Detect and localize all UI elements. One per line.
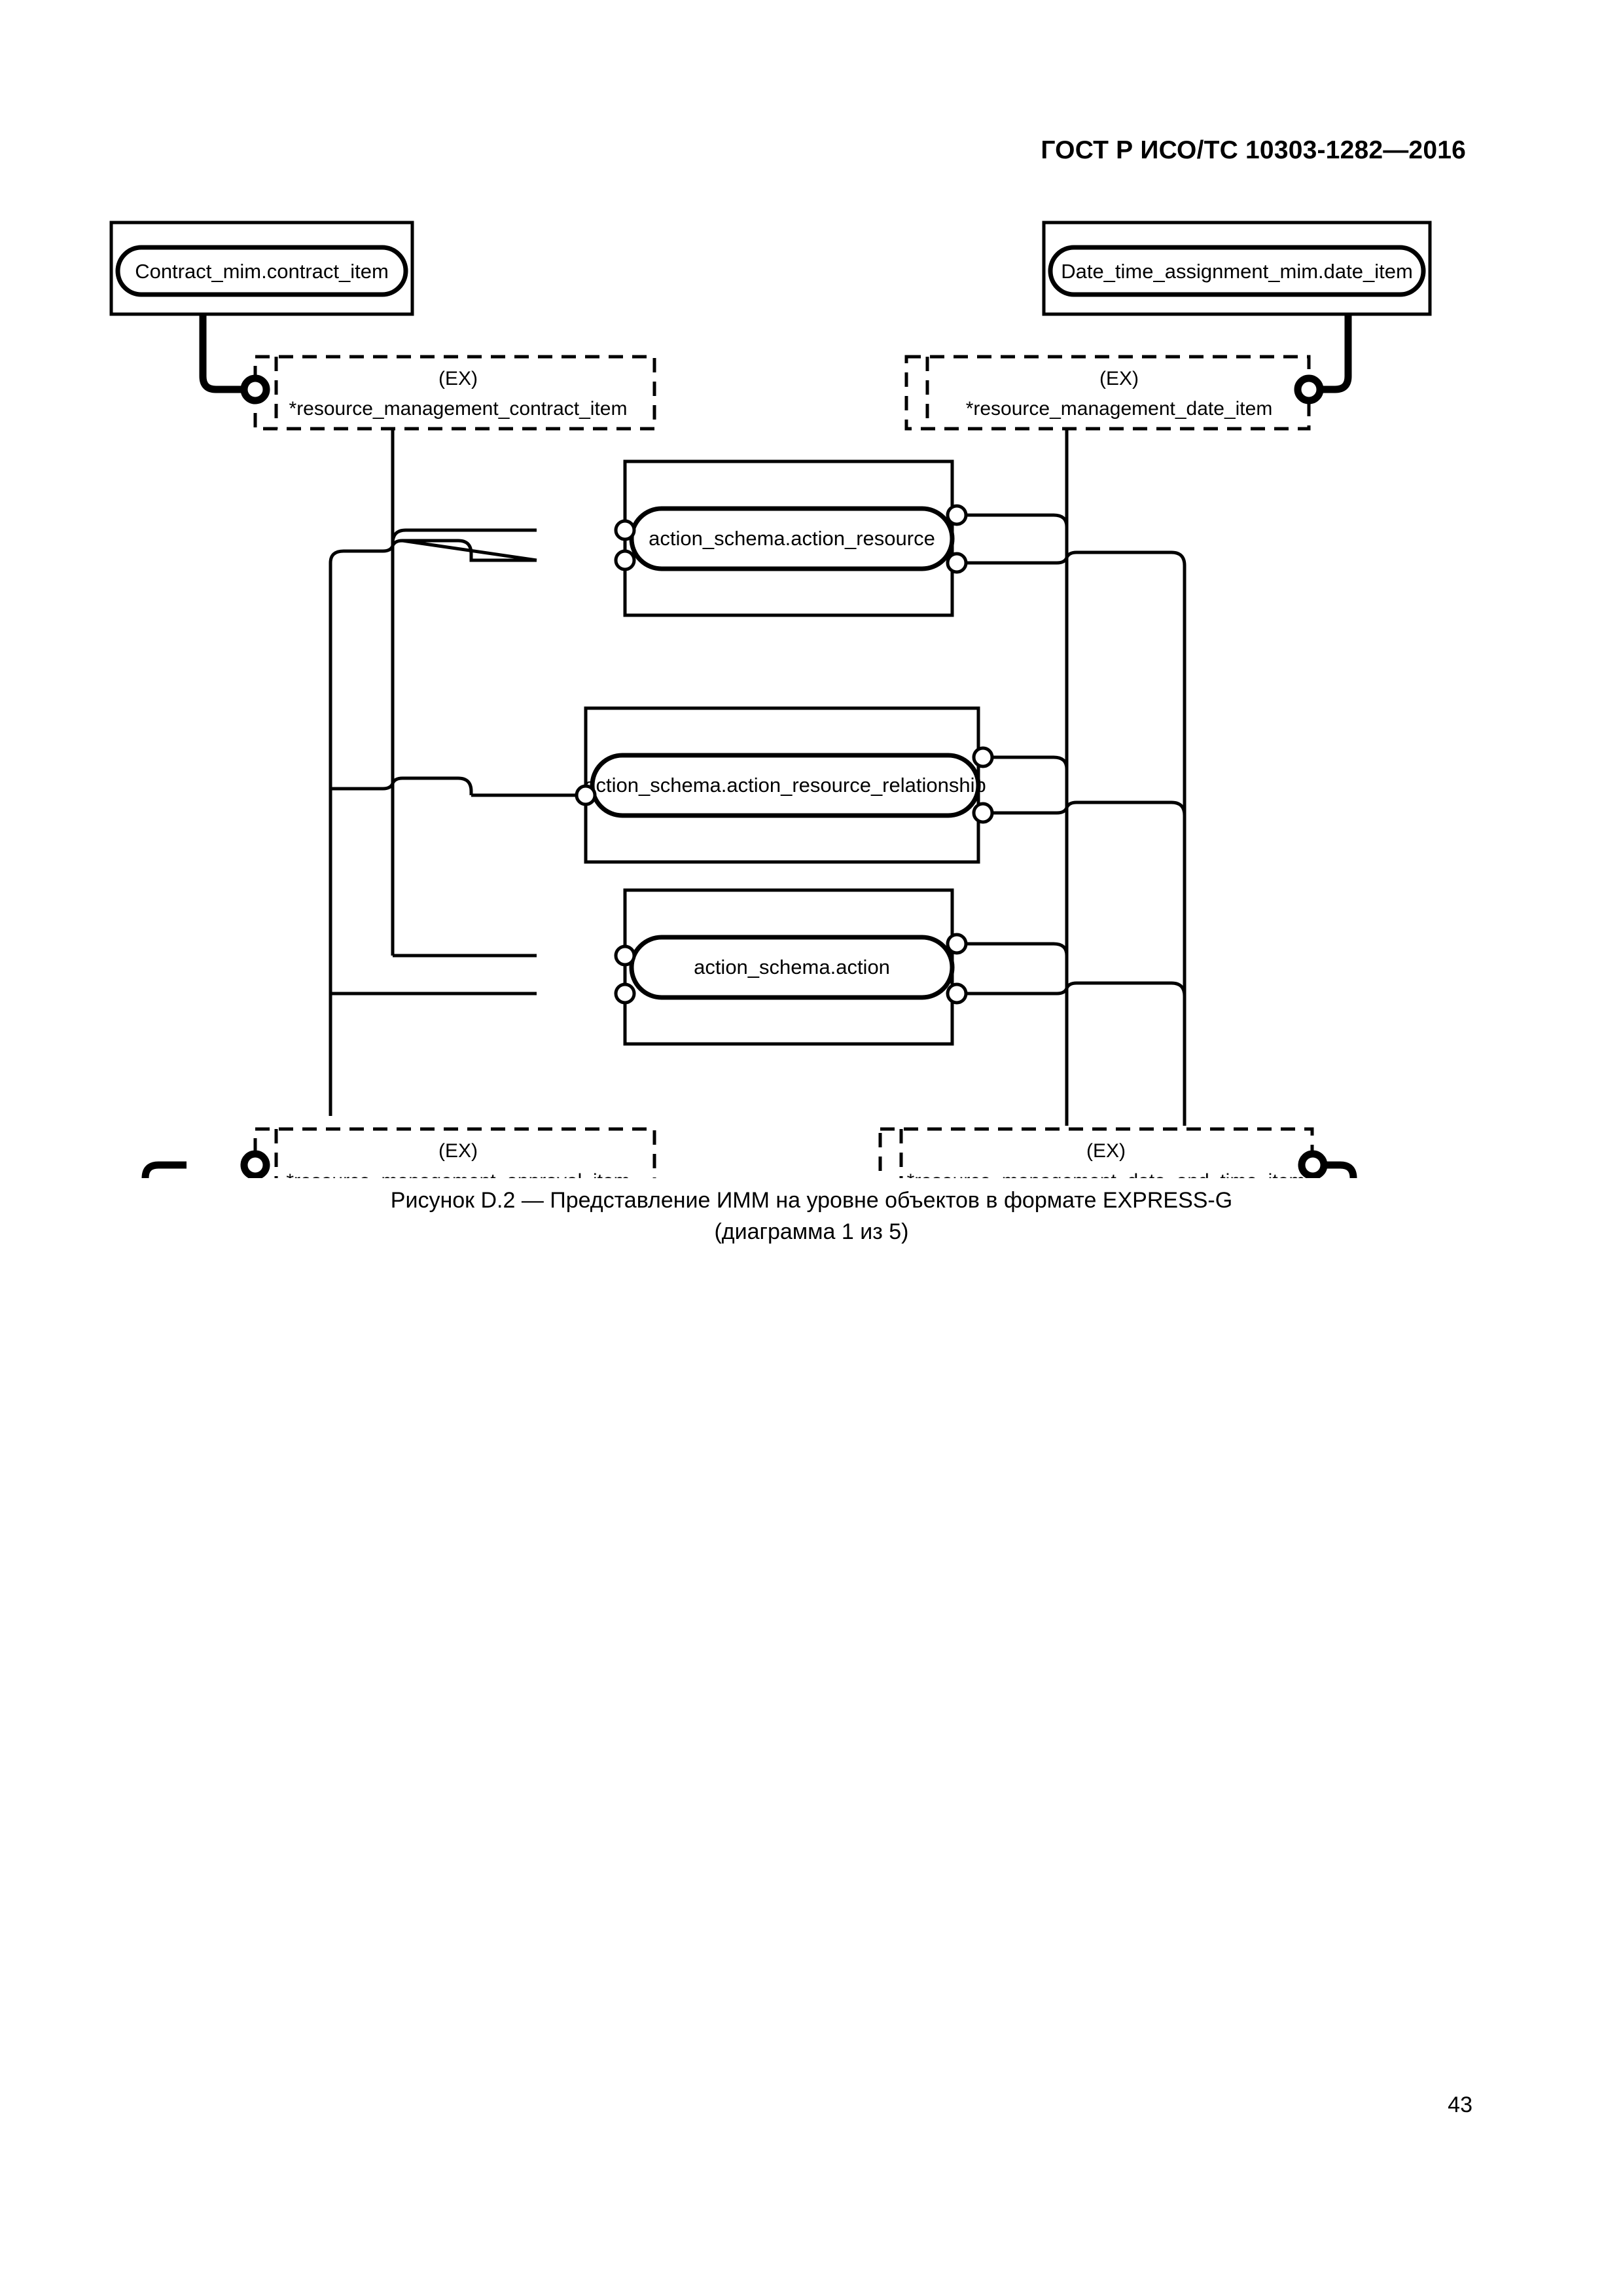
select-tag: (EX) bbox=[1099, 368, 1139, 389]
page-ref-label: Date_time_assignment_mim.date_item bbox=[1061, 260, 1413, 283]
select-dashed-rect bbox=[253, 1127, 656, 1178]
entity-connector-left-upper bbox=[614, 944, 636, 967]
select-tag: (EX) bbox=[438, 1140, 478, 1162]
select-box-ex-contract-item[interactable]: (EX) *resource_management_contract_item bbox=[240, 355, 656, 431]
select-dashed-rect bbox=[878, 1127, 1314, 1178]
select-box-ex-date-and-time-item[interactable]: (EX) *resource_management_date_and_time_… bbox=[878, 1127, 1328, 1178]
entity-connector-right-lower bbox=[946, 982, 968, 1005]
entity-connector-right-upper bbox=[972, 746, 994, 768]
express-g-figure: Contract_mim.contract_item Date_time_ass… bbox=[0, 196, 1623, 1178]
select-connector-circle bbox=[240, 1150, 270, 1178]
select-label: *resource_management_date_and_time_item bbox=[907, 1170, 1306, 1178]
link-date-and-time-to-ex bbox=[1313, 1161, 1357, 1178]
branch-date-to-action-resource bbox=[966, 513, 1069, 528]
entity-rounded-rect bbox=[629, 935, 955, 1000]
entity-action[interactable]: action_schema.action bbox=[614, 888, 968, 1046]
select-tag: (EX) bbox=[1086, 1140, 1126, 1162]
entity-connector-left-upper bbox=[614, 519, 636, 541]
select-dashed-rect bbox=[904, 355, 1311, 431]
link-approval-to-ex bbox=[141, 1161, 187, 1178]
page-ref-rounded-rect bbox=[115, 245, 408, 297]
select-tag: (EX) bbox=[438, 368, 478, 389]
entity-connector-right-upper bbox=[946, 933, 968, 955]
branch-action-to-trunk-d bbox=[966, 981, 1186, 1021]
branch-b-to-arr-jump bbox=[382, 776, 473, 795]
select-box-ex-approval-item[interactable]: (EX) *resource_management_approval_item bbox=[240, 1127, 656, 1178]
entity-rounded-rect bbox=[590, 753, 981, 818]
express-g-svg: Contract_mim.contract_item Date_time_ass… bbox=[109, 221, 1432, 1178]
link-contract-to-ex bbox=[199, 314, 243, 393]
branch-arr-to-trunk-d bbox=[982, 800, 1186, 841]
branch-b-to-action-resource bbox=[382, 539, 537, 562]
entity-label: action_schema.action_resource bbox=[649, 527, 935, 550]
entity-label: action_schema.action_resource_relationsh… bbox=[584, 774, 986, 797]
select-connector-circle bbox=[1294, 374, 1324, 404]
branch-date-to-arr bbox=[982, 755, 1069, 770]
branch-contract-to-action-resource bbox=[391, 528, 537, 544]
select-label: *resource_management_contract_item bbox=[289, 398, 628, 420]
entity-connector-right-upper bbox=[946, 504, 968, 526]
select-connector-circle bbox=[1298, 1150, 1328, 1178]
entity-label: action_schema.action bbox=[694, 956, 890, 978]
select-label: *resource_management_approval_item bbox=[286, 1170, 630, 1178]
select-label: *resource_management_date_item bbox=[966, 398, 1273, 420]
page-number: 43 bbox=[1448, 2092, 1472, 2117]
page-ref-contract-item[interactable]: Contract_mim.contract_item bbox=[109, 221, 414, 316]
trunk-left-b-top bbox=[329, 549, 383, 564]
page-ref-label: Contract_mim.contract_item bbox=[135, 260, 389, 283]
branch-action-resource-to-trunk-d bbox=[966, 550, 1186, 589]
entity-action-resource[interactable]: action_schema.action_resource bbox=[614, 459, 968, 617]
branch-b-to-action-resource-2 bbox=[402, 539, 537, 562]
entity-connector-right-lower bbox=[946, 552, 968, 574]
figure-caption: Рисунок D.2 — Представление ИММ на уровн… bbox=[0, 1185, 1623, 1248]
page-ref-date-item[interactable]: Date_time_assignment_mim.date_item bbox=[1042, 221, 1432, 316]
entity-action-resource-relationship[interactable]: action_schema.action_resource_relationsh… bbox=[575, 706, 994, 864]
branch-date-to-action bbox=[966, 942, 1069, 956]
entity-connector-left bbox=[575, 784, 597, 806]
select-box-ex-date-item[interactable]: (EX) *resource_management_date_item bbox=[904, 355, 1324, 431]
entity-connector-left-lower bbox=[614, 549, 636, 571]
page-ref-rounded-rect bbox=[1048, 245, 1426, 297]
connection-lines bbox=[141, 314, 1357, 1178]
entity-connector-left-lower bbox=[614, 982, 636, 1005]
caption-line-2: (диаграмма 1 из 5) bbox=[714, 1219, 909, 1245]
caption-line-1: Рисунок D.2 — Представление ИММ на уровн… bbox=[390, 1188, 1233, 1213]
entity-connector-right-lower bbox=[972, 802, 994, 824]
link-date-to-ex bbox=[1309, 314, 1352, 393]
running-head: ГОСТ Р ИСО/ТС 10303-1282—2016 bbox=[1041, 136, 1466, 164]
select-connector-circle bbox=[240, 374, 270, 404]
